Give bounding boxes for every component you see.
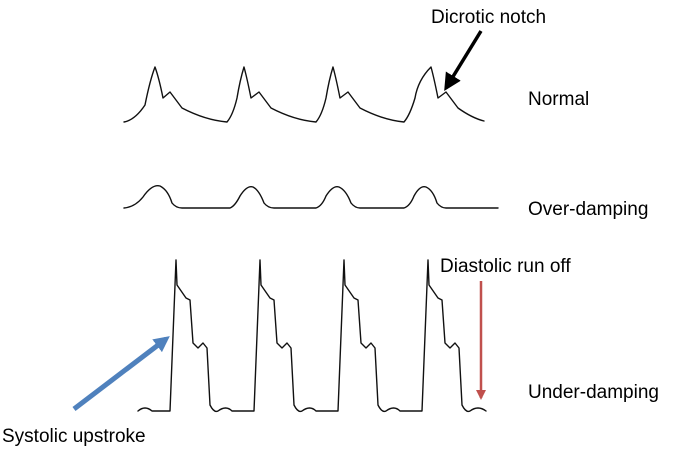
- systolic-upstroke-arrow: [72, 336, 170, 411]
- dicrotic-notch-arrow: [444, 30, 483, 91]
- over-damping-waveform: [123, 185, 499, 209]
- normal-waveform: [123, 66, 485, 123]
- dicrotic-notch-label: Dicrotic notch: [431, 7, 546, 28]
- under-damping-label: Under-damping: [528, 382, 659, 403]
- diastolic-run-off-label: Diastolic run off: [440, 256, 571, 277]
- systolic-upstroke-label: Systolic upstroke: [2, 426, 146, 447]
- normal-label: Normal: [528, 89, 589, 110]
- over-damping-label: Over-damping: [528, 199, 648, 220]
- under-damping-waveform: [137, 259, 487, 413]
